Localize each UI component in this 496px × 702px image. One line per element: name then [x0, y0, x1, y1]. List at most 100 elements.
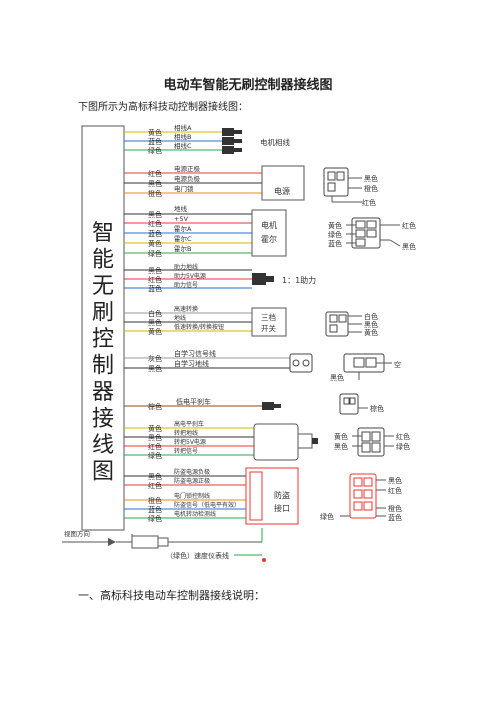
hall-line-0: +5V	[174, 215, 189, 223]
antitheft-conn-right-0: 黑色	[388, 476, 402, 485]
throttle-line-1: 转把地线	[174, 429, 198, 437]
throttle-color-0: 黄色	[148, 424, 162, 433]
controller-box	[81, 125, 125, 531]
brake-color: 棕色	[148, 402, 162, 411]
hall-line-1: 霍尔A	[174, 224, 192, 233]
throttle-color-2: 红色	[148, 442, 162, 451]
vertical-title-char: 能	[92, 248, 114, 273]
three-speed-group: 三档 开关 白色 黑色 黄色 高速转换 地线 低速转换/转换按钮 白色 黑色 黄…	[124, 305, 378, 337]
speed3-line-1: 地线	[174, 314, 186, 322]
motor-line-0: 相线A	[174, 123, 192, 132]
throttle-conn-left-1: 黑色	[334, 442, 348, 451]
speed3-color-2: 黄色	[148, 327, 162, 336]
vertical-title-char: 图	[92, 460, 114, 485]
antitheft-conn-rb-1: 蓝色	[388, 513, 402, 522]
learn-conn-left: 黑色	[330, 373, 344, 382]
antitheft-conn-left: 绿色	[320, 512, 334, 521]
hall-color-2: 蓝色	[148, 229, 162, 238]
hall-conn-left-2: 蓝色	[328, 239, 342, 248]
speedo-terminal	[262, 558, 266, 562]
hall-box	[251, 209, 287, 257]
hall-group: 地线 电机 霍尔 黑色 红色 蓝色 黄色 绿色 +5V 霍尔A 霍尔C 霍尔B …	[124, 204, 416, 258]
intro-text: 下图所示为高标科技动控制器接线图：	[78, 102, 248, 113]
throttle-line-0: 高电平刹车	[174, 420, 204, 428]
hall-conn-right-0: 红色	[402, 221, 416, 230]
vertical-title-char: 智	[92, 221, 114, 246]
vertical-title-char: 接	[92, 407, 114, 432]
view-direction-arrow	[108, 538, 116, 546]
speed3-line-0: 高速转换	[174, 305, 198, 313]
motor-color-1: 蓝色	[148, 137, 162, 146]
assist-color-1: 红色	[148, 275, 162, 284]
hall-line-2: 霍尔C	[174, 234, 192, 243]
section-heading-1: 一、高标科技电动车控制器接线说明：	[78, 589, 265, 602]
hall-color-1: 红色	[148, 219, 162, 228]
view-direction-label: 视图方向	[64, 529, 90, 538]
antitheft-color-0: 黑色	[148, 472, 162, 481]
power-line-2: 电门锁	[174, 184, 194, 193]
speed3-conn-0: 白色	[364, 312, 378, 321]
throttle-conn-right-1: 绿色	[396, 442, 410, 451]
power-line-1: 电源负极	[174, 174, 201, 183]
power-group: 电源 红色 黑色 橙色 电源正极 电源负极 电门锁 黑色 橙色 红色	[124, 164, 378, 207]
antitheft-conn-right-1: 红色	[388, 486, 402, 495]
antitheft-box-0: 防盗	[274, 490, 290, 500]
vertical-title-char: 刷	[92, 301, 114, 326]
hall-conn-right-1: 黑色	[402, 242, 416, 251]
low-brake-group: 棕色 低电平刹车 棕色	[124, 393, 384, 415]
antitheft-color-2: 橙色	[148, 496, 162, 505]
motor-color-2: 绿色	[148, 146, 162, 155]
learn-color-1: 黑色	[148, 364, 162, 373]
hall-line-3: 霍尔B	[174, 244, 191, 253]
power-conn-1: 橙色	[364, 184, 378, 193]
throttle-line-3: 转把信号	[174, 447, 198, 455]
throttle-color-1: 黑色	[148, 433, 162, 442]
vertical-title-char: 无	[92, 274, 114, 299]
throttle-line-2: 转把5V电源	[174, 438, 206, 446]
speed3-conn-1: 黑色	[364, 320, 378, 329]
vertical-title-char: 控	[92, 327, 114, 352]
speed3-line-2: 低速转换/转换按钮	[174, 323, 224, 331]
assist-group: 黑色 红色 蓝色 助力地线 助力5V电源 助力信号 1：1助力	[124, 263, 316, 293]
motor-line-2: 相线C	[174, 141, 192, 150]
power-box-label: 电源	[274, 186, 290, 196]
antitheft-line-0: 防盗电源负极	[174, 468, 210, 476]
brake-line: 低电平刹车	[176, 397, 211, 406]
power-color-0: 红色	[148, 169, 162, 178]
page-title: 电动车智能无刷控制器接线图	[163, 78, 333, 93]
hall-conn-left-1: 绿色	[328, 230, 342, 239]
throttle-color-3: 绿色	[148, 451, 162, 460]
vertical-title-char: 线	[92, 433, 114, 458]
assist-line-2: 助力信号	[174, 281, 198, 289]
antitheft-line-3: 防盗信号（低电平有效）	[174, 501, 240, 509]
power-conn-0: 黑色	[364, 174, 378, 183]
motor-line-1: 相线B	[174, 132, 191, 141]
vertical-title-char: 制	[92, 354, 114, 379]
speed3-color-0: 白色	[148, 309, 162, 318]
wiring-diagram: 智能无刷控制器接线图 黄色 蓝色 绿色 相线A 相线B 相线C 电机相线 电源 …	[62, 123, 416, 562]
power-line-0: 电源正极	[174, 164, 201, 173]
antitheft-box-1: 接口	[274, 503, 290, 513]
antitheft-color-3: 蓝色	[148, 505, 162, 514]
bottom-group: 视图方向 （绿色）速度仪表线	[62, 528, 266, 562]
speed3-color-1: 黑色	[148, 318, 162, 327]
learn-conn-right: 空	[394, 360, 401, 369]
throttle-body	[253, 423, 299, 461]
self-learn-group: 灰色 黑色 自学习信号线 自学习地线 黑色 空	[124, 349, 401, 382]
hall-color-3: 黄色	[148, 239, 162, 248]
hall-color-4: 绿色	[148, 249, 162, 258]
hall-box-label-1: 霍尔	[261, 234, 277, 244]
learn-line-1: 自学习地线	[174, 359, 209, 368]
three-speed-box	[251, 307, 287, 337]
three-speed-box-0: 三档	[261, 312, 276, 322]
motor-color-0: 黄色	[148, 128, 162, 137]
speedo-label: （绿色）速度仪表线	[166, 551, 229, 560]
throttle-conn-right-0: 红色	[396, 432, 410, 441]
hall-header: 地线	[174, 204, 188, 213]
motor-label: 电机相线	[260, 137, 290, 147]
antitheft-color-1: 红色	[148, 481, 162, 490]
antitheft-group: 防盗 接口 黑色 红色 橙色 蓝色 绿色 防盗电源负极 防盗电源正极 电门锁控制…	[124, 467, 402, 525]
learn-connector-male	[289, 353, 313, 373]
antitheft-line-2: 电门锁控制线	[174, 492, 210, 500]
brake-conn: 棕色	[370, 404, 384, 413]
